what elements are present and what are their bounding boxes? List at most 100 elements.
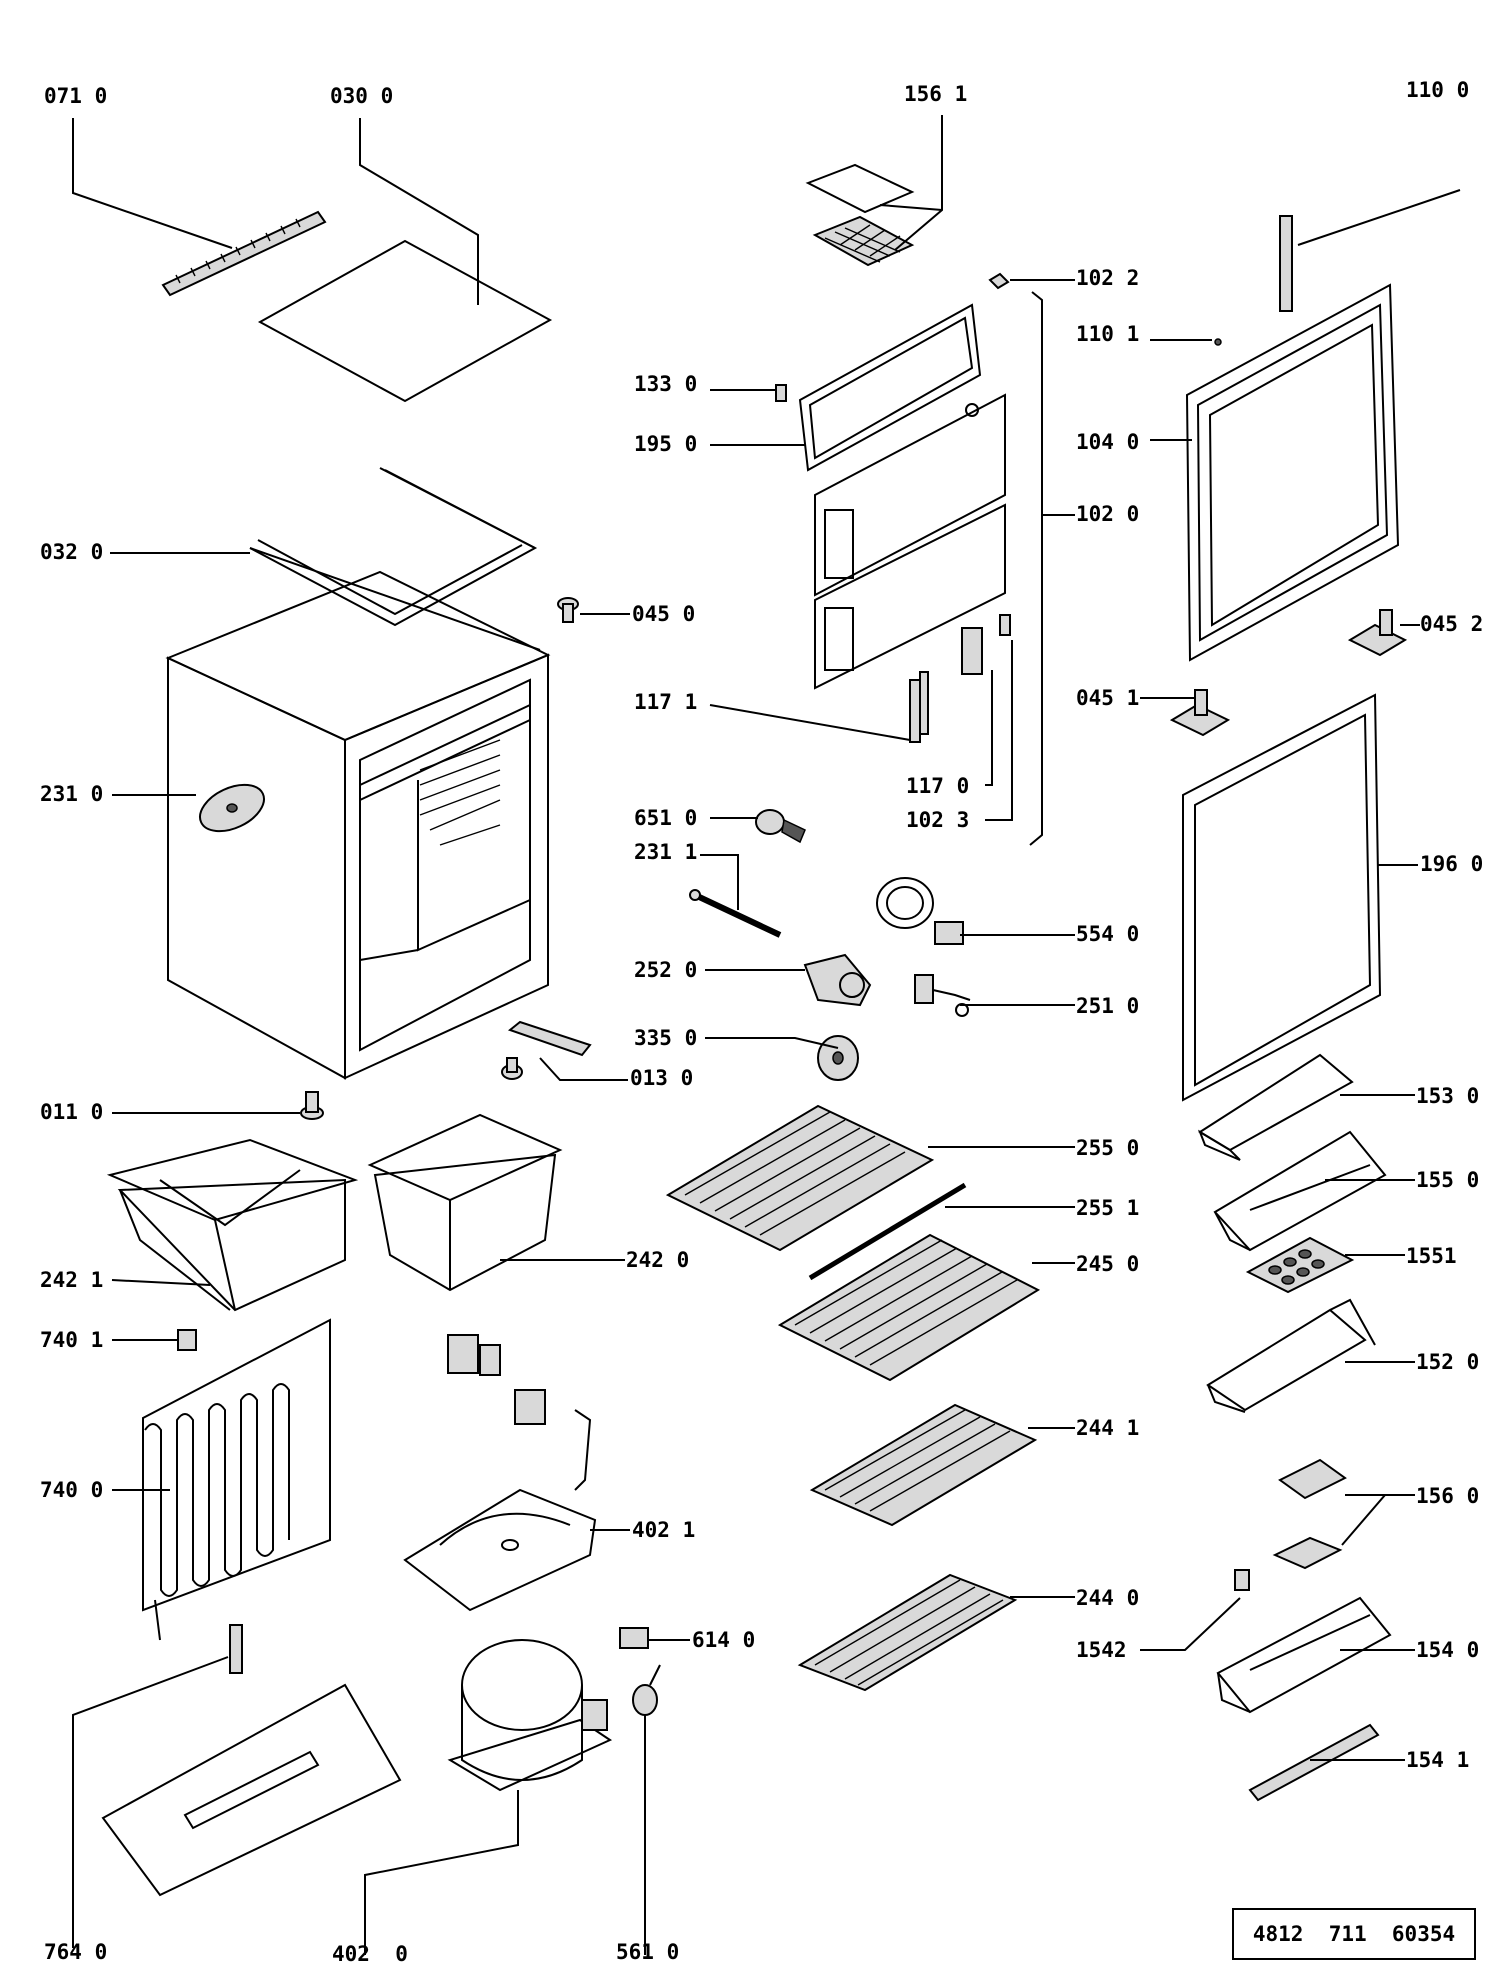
pin-764	[229, 1624, 243, 1674]
crisper-242-1	[106, 1138, 359, 1312]
callout-231-1: 231 1	[634, 840, 698, 864]
callout-153-0: 153 0	[1416, 1084, 1480, 1108]
hinge-117-0	[961, 614, 1011, 675]
relay-614	[619, 1627, 649, 1649]
bar-154-1	[1248, 1723, 1380, 1802]
clip-154-2	[1234, 1569, 1250, 1591]
gasket-196	[1182, 693, 1382, 1102]
frame-032	[249, 467, 541, 651]
vent-grille-071	[161, 210, 327, 297]
callout-764-0: 764 0	[44, 1940, 108, 1964]
knob-335	[817, 1035, 859, 1081]
overload-561	[632, 1664, 661, 1716]
callout-335-0: 335 0	[634, 1026, 698, 1050]
callout-011-0: 011 0	[40, 1100, 104, 1124]
shelf-trim-255-1	[808, 1182, 967, 1281]
callout-255-1: 255 1	[1076, 1196, 1140, 1220]
callout-252-0: 252 0	[634, 958, 698, 982]
shelf-244-0	[797, 1573, 1018, 1692]
screw-110-1	[1214, 338, 1222, 346]
crisper-242-0	[367, 1113, 563, 1292]
door-panel-upper	[814, 393, 1006, 597]
callout-156-0: 156 0	[1416, 1484, 1480, 1508]
switch-251	[914, 974, 971, 1017]
callout-244-1: 244 1	[1076, 1416, 1140, 1440]
bin-153	[1198, 1053, 1354, 1161]
callout-013-0: 013 0	[630, 1066, 694, 1090]
clip-102-2	[988, 272, 1010, 290]
hinge-plate-045-1	[1169, 689, 1231, 737]
callout-155-0: 155 0	[1416, 1168, 1480, 1192]
callout-740-1: 740 1	[40, 1328, 104, 1352]
compressor-402	[447, 1639, 613, 1792]
callout-740-0: 740 0	[40, 1478, 104, 1502]
callout-104-0: 104 0	[1076, 430, 1140, 454]
callout-117-1: 117 1	[634, 690, 698, 714]
callout-110-1: 110 1	[1076, 322, 1140, 346]
callout-045-2: 045 2	[1420, 612, 1484, 636]
callout-102-0: 102 0	[1076, 502, 1140, 526]
callout-402-1: 402 1	[632, 1518, 696, 1542]
callout-651-0: 651 0	[634, 806, 698, 830]
callout-255-0: 255 0	[1076, 1136, 1140, 1160]
cover-sheet-030	[257, 239, 553, 403]
callout-071-0: 071 0	[44, 84, 108, 108]
callout-231-0: 231 0	[40, 782, 104, 806]
shelf-244-1	[809, 1403, 1038, 1527]
callout-242-1: 242 1	[40, 1268, 104, 1292]
egg-tray-155-1	[1245, 1236, 1355, 1294]
callout-244-0: 244 0	[1076, 1586, 1140, 1610]
callout-402-0: 402 0	[332, 1942, 408, 1966]
drip-tray-764	[101, 1683, 402, 1897]
callout-152-0: 152 0	[1416, 1350, 1480, 1374]
hinge-117-1	[909, 671, 929, 743]
clip-740-1	[177, 1329, 197, 1351]
document-number: 4812 711 60354	[1252, 1922, 1456, 1946]
screw-045-0	[557, 597, 579, 623]
condenser-740	[142, 1318, 331, 1641]
callout-045-0: 045 0	[632, 602, 696, 626]
ice-tray-156-1	[805, 163, 915, 267]
callout-154-2: 1542	[1076, 1638, 1127, 1662]
cabinet-231	[165, 570, 551, 1080]
callout-196-0: 196 0	[1420, 852, 1484, 876]
callout-614-0: 614 0	[692, 1628, 756, 1652]
callout-110-0: 110 0	[1406, 78, 1470, 102]
callout-251-0: 251 0	[1076, 994, 1140, 1018]
callout-242-0: 242 0	[626, 1248, 690, 1272]
door-104	[1185, 283, 1400, 662]
callout-032-0: 032 0	[40, 540, 104, 564]
document-number-box: 4812 711 60354	[1232, 1908, 1476, 1960]
bracket-013	[501, 1020, 592, 1080]
callout-117-0: 117 0	[906, 774, 970, 798]
callout-030-0: 030 0	[330, 84, 394, 108]
clip-parts-center	[447, 1334, 592, 1491]
thermostat-knob-651	[755, 809, 806, 844]
butter-dish-156-0	[1272, 1458, 1347, 1570]
bin-152	[1206, 1298, 1376, 1413]
callout-245-0: 245 0	[1076, 1252, 1140, 1276]
hinge-plate-045-2	[1347, 609, 1408, 657]
cover-402-1	[403, 1488, 597, 1612]
thermostat-252	[803, 953, 872, 1007]
callout-102-2: 102 2	[1076, 266, 1140, 290]
foot-011	[300, 1091, 324, 1120]
callout-156-1: 156 1	[904, 82, 968, 106]
callout-155-1: 1551	[1406, 1244, 1457, 1268]
callout-045-1: 045 1	[1076, 686, 1140, 710]
bin-155	[1213, 1130, 1387, 1252]
callout-154-0: 154 0	[1416, 1638, 1480, 1662]
lamp-holder-554	[876, 877, 964, 945]
door-panel-lower	[814, 503, 1006, 690]
callout-102-3: 102 3	[906, 808, 970, 832]
top-strip-110-0	[1279, 215, 1293, 312]
clip-133-0	[775, 384, 787, 402]
callout-554-0: 554 0	[1076, 922, 1140, 946]
shelf-255-0	[665, 1104, 935, 1252]
callout-561-0: 561 0	[616, 1940, 680, 1964]
callout-133-0: 133 0	[634, 372, 698, 396]
freezer-door-195	[798, 303, 982, 472]
callout-154-1: 154 1	[1406, 1748, 1470, 1772]
shelf-245-0	[777, 1233, 1041, 1382]
